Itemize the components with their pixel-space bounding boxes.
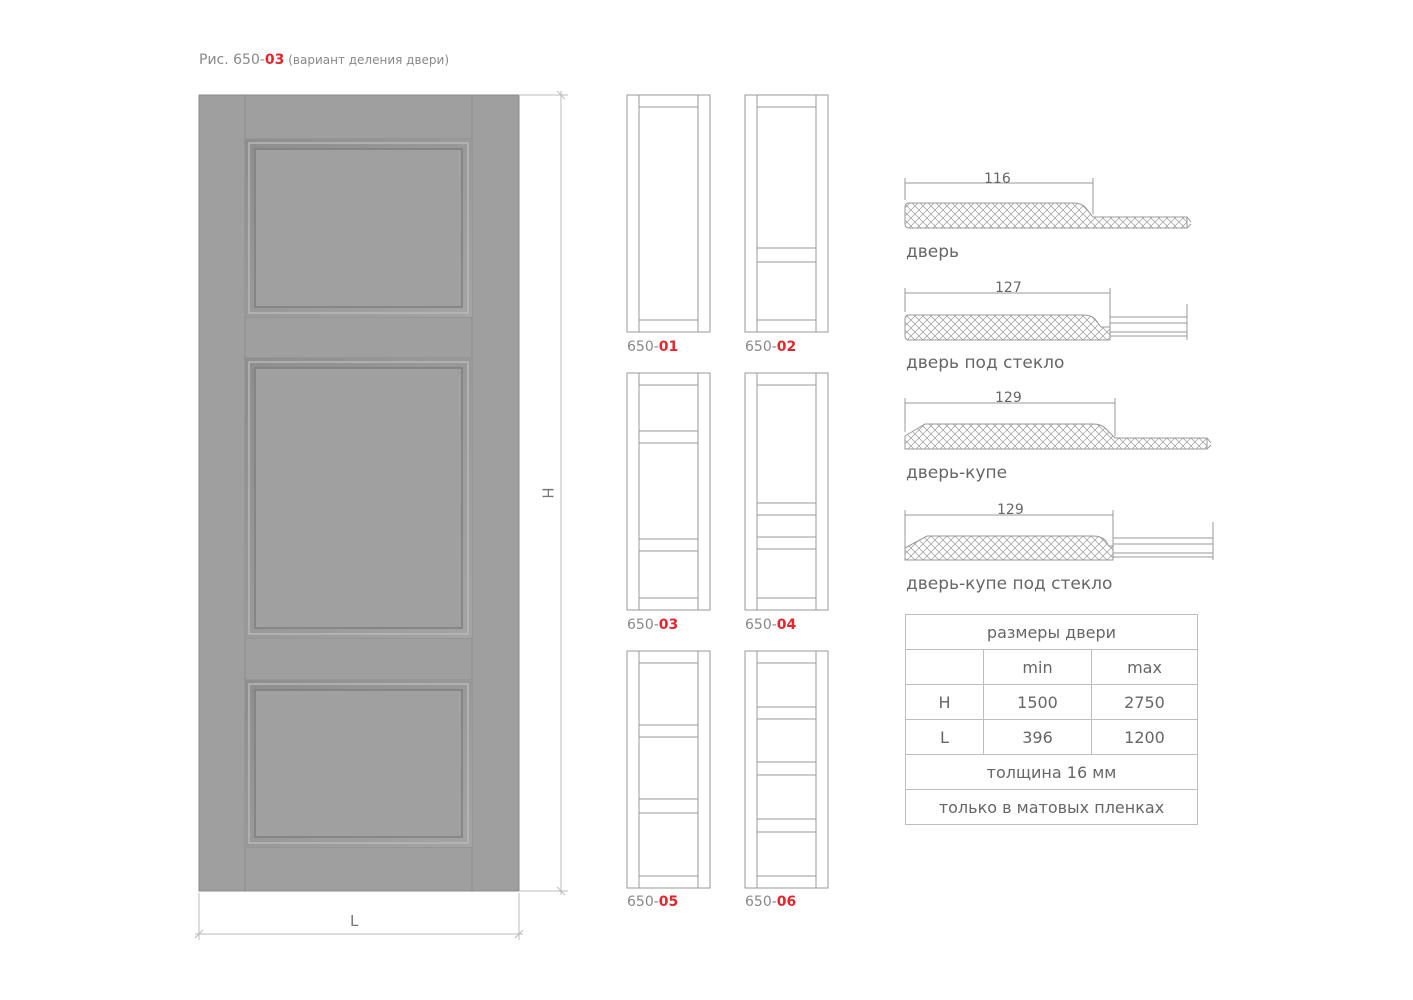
height-dimension-line [520, 90, 568, 896]
profile-sliding-door [904, 398, 1212, 450]
profile-sliding-door-glass [904, 510, 1214, 561]
variant-02-drawing [744, 94, 829, 333]
row-h-max: 2750 [1091, 684, 1198, 720]
variant-05-drawing [626, 650, 711, 889]
figure-prefix: Рис. 650- [199, 52, 265, 68]
profile-4-dimension: 129 [997, 502, 1024, 518]
table-row: L 396 1200 [905, 719, 1198, 755]
variant-label-04: 650-04 [745, 617, 797, 633]
profile-door-glass [904, 288, 1188, 341]
figure-caption: (вариант деления двери) [284, 53, 450, 67]
profile-door [904, 178, 1192, 229]
profile-1-dimension: 116 [984, 171, 1011, 187]
variant-label-05: 650-05 [627, 894, 679, 910]
profile-4-label: дверь-купе под стекло [906, 574, 1113, 594]
variant-06-drawing [744, 650, 829, 889]
figure-number: 03 [264, 52, 285, 68]
sizes-header-max: max [1091, 649, 1198, 685]
profile-2-dimension: 127 [995, 280, 1022, 296]
door-sizes-table: размеры двери min max H 1500 2750 L 396 … [905, 614, 1198, 825]
variant-label-06: 650-06 [745, 894, 797, 910]
figure-title: Рис. 650-03 (вариант деления двери) [199, 52, 449, 68]
row-label-l: L [905, 719, 984, 755]
variant-label-02: 650-02 [745, 339, 797, 355]
row-l-min: 396 [983, 719, 1092, 755]
main-door-drawing [194, 90, 568, 940]
row-label-h: H [905, 684, 984, 720]
table-row: H 1500 2750 [905, 684, 1198, 720]
height-label: H [538, 487, 557, 499]
finish-note-row: только в матовых пленках [905, 789, 1198, 825]
profile-1-label: дверь [906, 242, 960, 262]
profile-2-label: дверь под стекло [906, 353, 1065, 373]
variant-label-03: 650-03 [627, 617, 679, 633]
profile-sections [904, 178, 1214, 561]
profile-3-label: дверь-купе [906, 463, 1008, 483]
row-h-min: 1500 [983, 684, 1092, 720]
variant-03-drawing [626, 372, 711, 611]
thickness-row: толщина 16 мм [905, 754, 1198, 790]
sizes-header-min: min [983, 649, 1092, 685]
variant-04-drawing [744, 372, 829, 611]
sizes-table-title: размеры двери [905, 614, 1198, 650]
row-l-max: 1200 [1091, 719, 1198, 755]
variant-drawings [626, 94, 829, 889]
sizes-header-empty [905, 649, 984, 685]
variant-01-drawing [626, 94, 711, 333]
variant-label-01: 650-01 [627, 339, 679, 355]
width-label: L [350, 912, 359, 930]
width-dimension-line [194, 893, 524, 940]
profile-3-dimension: 129 [995, 390, 1022, 406]
